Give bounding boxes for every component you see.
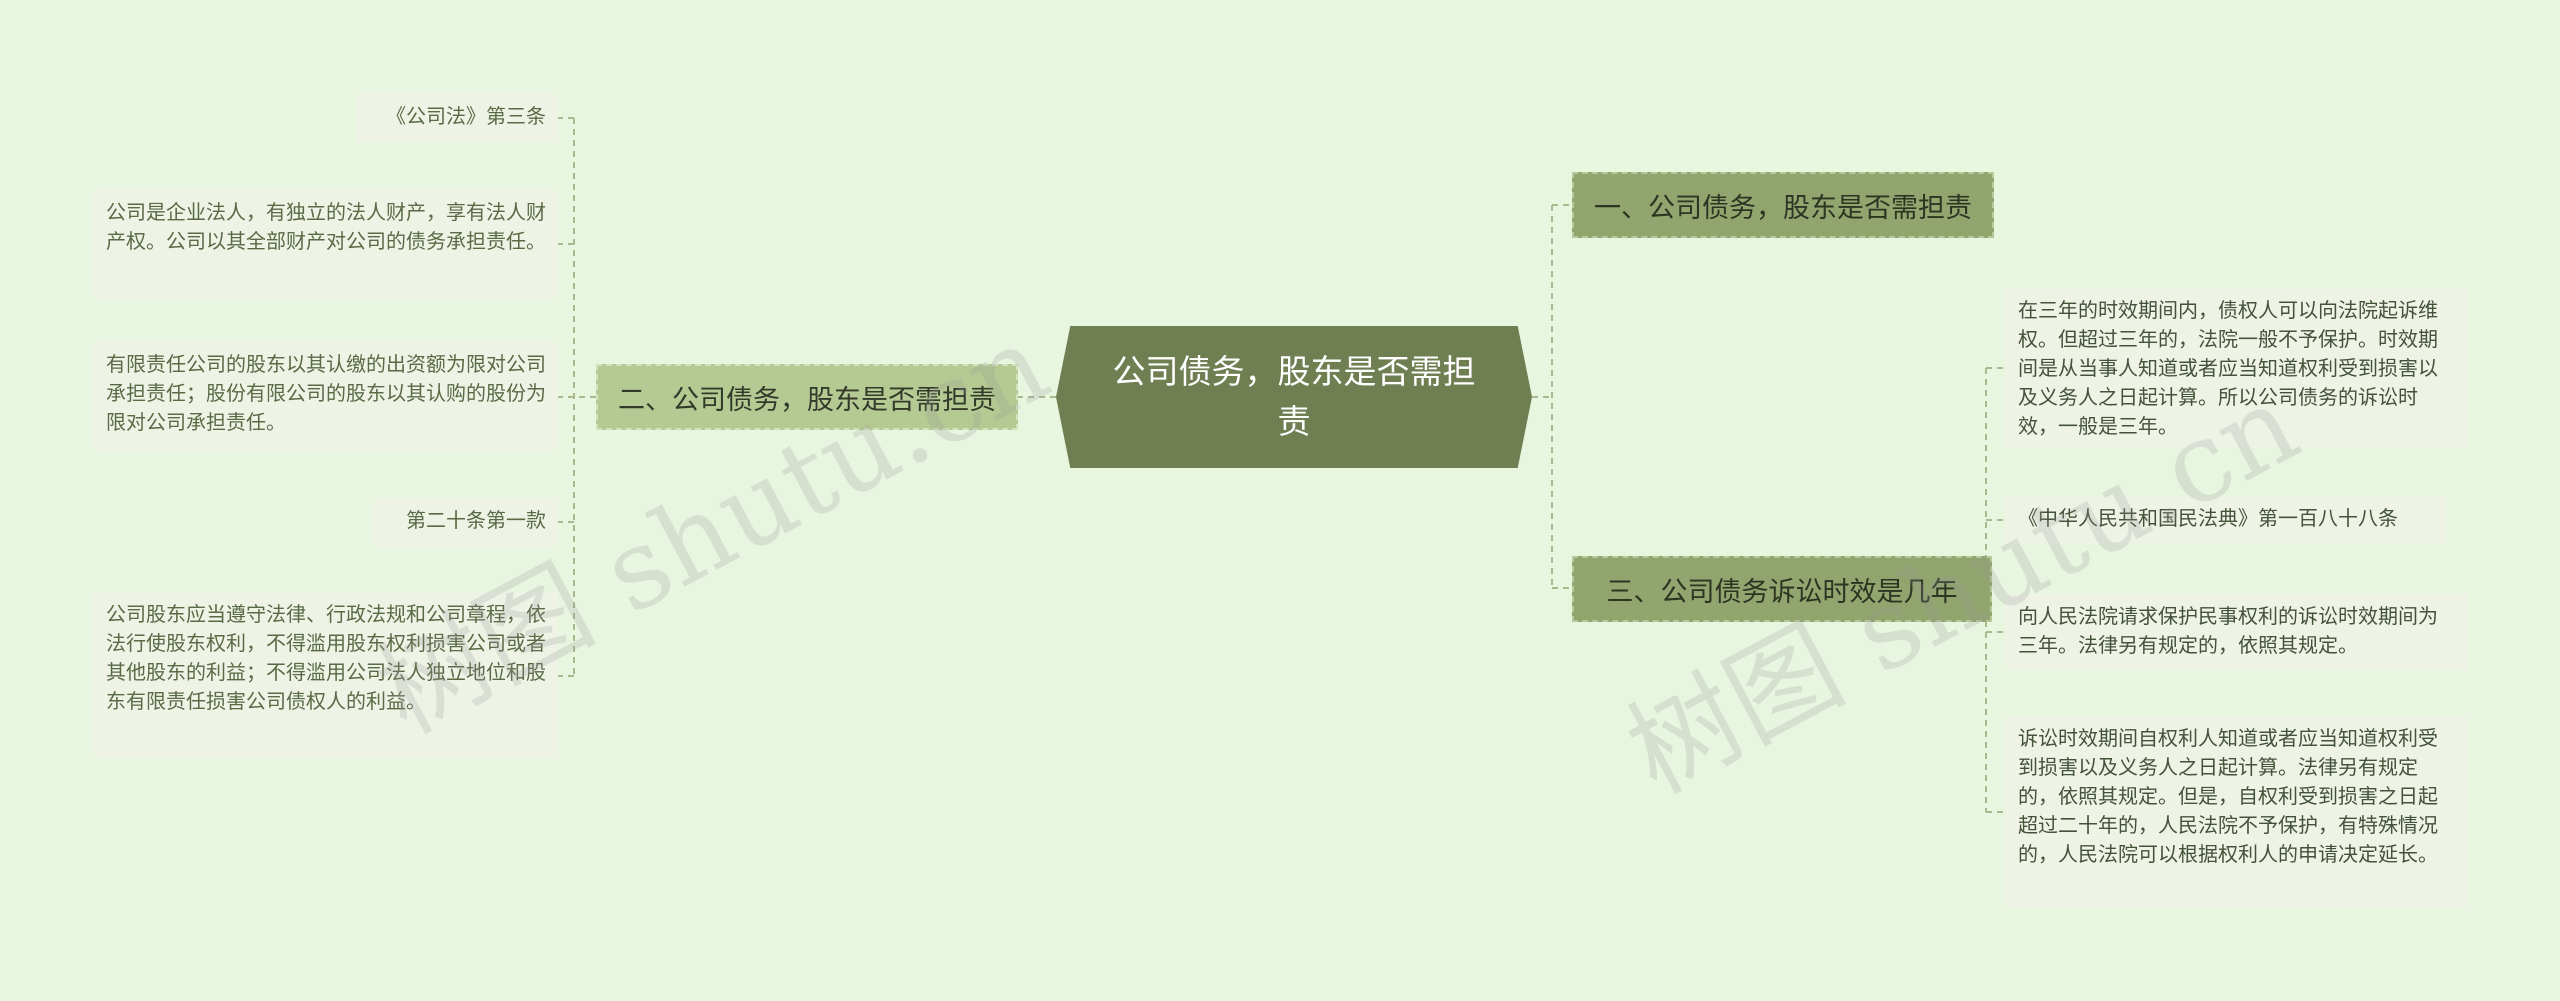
- leaf-text: 诉讼时效期间自权利人知道或者应当知道权利受到损害以及义务人之日起计算。法律另有规…: [2018, 726, 2438, 866]
- leaf-text: 《中华人民共和国民法典》第一百八十八条: [2018, 506, 2398, 530]
- leaf-right-3[interactable]: 向人民法院请求保护民事权利的诉讼时效期间为三年。法律另有规定的，依照其规定。: [2006, 594, 2468, 670]
- connector-center-right: [1532, 205, 1553, 588]
- leaf-text: 有限责任公司的股东以其认缴的出资额为限对公司承担责任；股份有限公司的股东以其认购…: [106, 352, 546, 434]
- leaf-left-1[interactable]: 《公司法》第三条: [356, 94, 558, 142]
- leaf-right-2[interactable]: 《中华人民共和国民法典》第一百八十八条: [2006, 496, 2446, 544]
- leaf-text: 在三年的时效期间内，债权人可以向法院起诉维权。但超过三年的，法院一般不予保护。时…: [2018, 298, 2438, 438]
- leaf-left-3[interactable]: 有限责任公司的股东以其认缴的出资额为限对公司承担责任；股份有限公司的股东以其认购…: [94, 342, 558, 450]
- leaf-right-1[interactable]: 在三年的时效期间内，债权人可以向法院起诉维权。但超过三年的，法院一般不予保护。时…: [2006, 288, 2468, 448]
- branch-topic-left[interactable]: 二、公司债务，股东是否需担责: [596, 364, 1018, 430]
- center-topic-label: 公司债务，股东是否需担责: [1112, 352, 1476, 441]
- connector-left-trunk: [573, 118, 596, 676]
- branch-topic-label: 三、公司债务诉讼时效是几年: [1606, 576, 1958, 608]
- leaf-text: 第二十条第一款: [406, 508, 546, 532]
- branch-topic-label: 二、公司债务，股东是否需担责: [618, 384, 996, 416]
- leaf-text: 公司股东应当遵守法律、行政法规和公司章程，依法行使股东权利，不得滥用股东权利损害…: [106, 602, 546, 713]
- branch-topic-right-2[interactable]: 三、公司债务诉讼时效是几年: [1572, 556, 1992, 622]
- branch-topic-right-1[interactable]: 一、公司债务，股东是否需担责: [1572, 172, 1994, 238]
- leaf-right-4[interactable]: 诉讼时效期间自权利人知道或者应当知道权利受到损害以及义务人之日起计算。法律另有规…: [2006, 716, 2468, 908]
- center-topic[interactable]: 公司债务，股东是否需担责: [1056, 326, 1532, 468]
- branch-topic-label: 一、公司债务，股东是否需担责: [1594, 192, 1972, 224]
- leaf-left-5[interactable]: 公司股东应当遵守法律、行政法规和公司章程，依法行使股东权利，不得滥用股东权利损害…: [94, 592, 558, 758]
- leaf-left-4[interactable]: 第二十条第一款: [374, 498, 558, 546]
- leaf-text: 公司是企业法人，有独立的法人财产，享有法人财产权。公司以其全部财产对公司的债务承…: [106, 200, 546, 253]
- leaf-text: 向人民法院请求保护民事权利的诉讼时效期间为三年。法律另有规定的，依照其规定。: [2018, 604, 2438, 657]
- leaf-text: 《公司法》第三条: [386, 104, 546, 128]
- leaf-left-2[interactable]: 公司是企业法人，有独立的法人财产，享有法人财产权。公司以其全部财产对公司的债务承…: [94, 190, 558, 298]
